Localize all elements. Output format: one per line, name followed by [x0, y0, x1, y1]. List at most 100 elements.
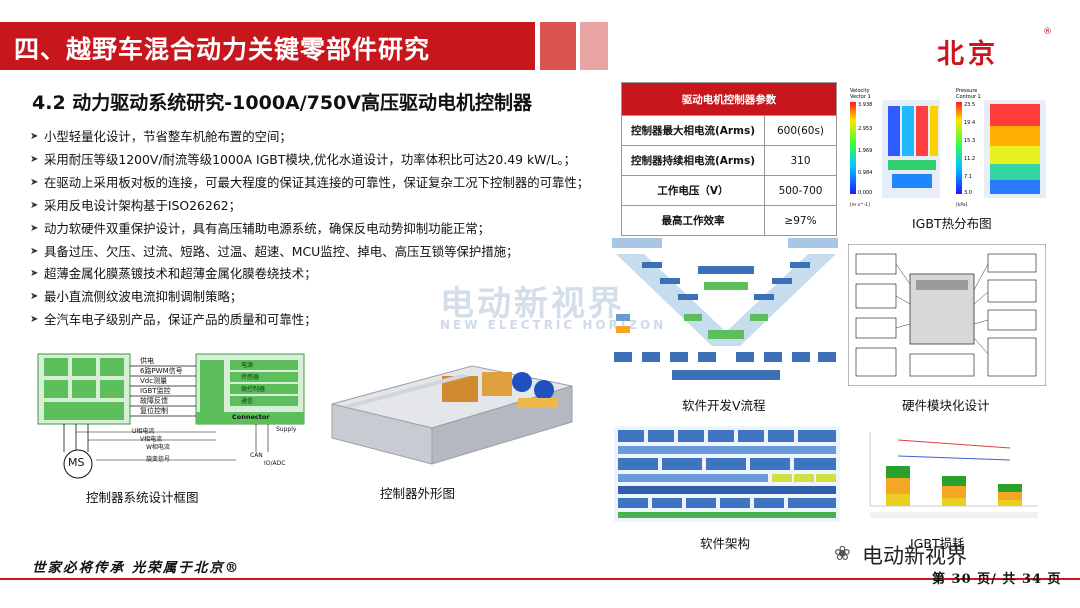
- sw-arch-figure: [614, 426, 840, 522]
- feature-list: ➤ 小型轻量化设计，节省整车机舱布置的空间； ➤ 采用耐压等级1200V/耐流等级1…: [30, 126, 610, 332]
- caption-controller-shape: 控制器外形图: [380, 486, 456, 501]
- svg-text:19.4: 19.4: [964, 120, 975, 126]
- block-label: 微控制器: [241, 386, 266, 393]
- svg-text:3.0: 3.0: [964, 190, 972, 196]
- svg-text:0.984: 0.984: [858, 170, 872, 176]
- signal-label: IGBT监控: [140, 387, 171, 395]
- arrow-bullet-icon: ➤: [30, 153, 39, 165]
- caption-igbt-heat: IGBT热分布图: [912, 216, 992, 231]
- controller-shape-figure: [331, 365, 573, 465]
- watermark-cn: 电动新视界: [440, 284, 625, 324]
- signal-label: 故障反馈: [140, 397, 168, 405]
- list-item: ➤ 动力软硬件双重保护设计，具有高压辅助电源系统，确保反电动势抑制功能正常；: [30, 218, 610, 241]
- caption-controller-block: 控制器系统设计框图: [86, 490, 199, 505]
- bus-label-io: IO/ADC: [264, 460, 286, 467]
- signal-label: Vdc测量: [140, 377, 168, 385]
- brand-logo-mark: ®: [1043, 27, 1052, 37]
- arrow-bullet-icon: ➤: [30, 314, 39, 326]
- caption-sw-arch: 软件架构: [700, 536, 751, 551]
- list-item-text: 采用反电设计架构基于ISO26262；: [44, 197, 241, 213]
- controller-param-table: 驱动电机控制器参数 控制器最大相电流(Arms)600(60s) 控制器持续相电…: [621, 82, 837, 236]
- svg-text:0.000: 0.000: [858, 190, 872, 196]
- table-value: 500-700: [764, 175, 837, 206]
- svg-text:[m s^-1]: [m s^-1]: [850, 202, 870, 208]
- arrow-bullet-icon: ➤: [30, 245, 39, 257]
- list-item: ➤采用反电设计架构基于ISO26262；: [30, 195, 610, 218]
- motor-label: MS: [68, 456, 85, 469]
- signal-labels: 供电 6路PWM信号 Vdc测量 IGBT监控 故障反馈 复位控制: [140, 356, 183, 416]
- phase-label-v: V相电流: [140, 436, 163, 443]
- brand-logo: 北京: [937, 39, 999, 70]
- arrow-bullet-icon: ➤: [30, 131, 39, 142]
- list-item: ➤ 最小直流侧纹波电流抑制调制策略；: [30, 286, 610, 309]
- list-item-text: 采用耐压等级1200V/耐流等级1000A IGBT模块,优化水道设计，功率体积…: [44, 151, 577, 167]
- header-accent-block: [540, 22, 576, 70]
- table-value: 310: [764, 145, 837, 176]
- list-item-text: 在驱动上采用板对板的连接，可最大程度的保证其连接的可靠性，保证复杂工况下控制器的…: [44, 174, 590, 190]
- block-label: 通信: [241, 398, 254, 405]
- list-item: ➤ 具备过压、欠压、过流、短路、过温、超速、MCU监控、掉电、高压互锁等保护措施；: [30, 241, 610, 264]
- list-item-text: 超薄金属化膜蒸镀技术和超薄金属化膜卷绕技术；: [44, 266, 317, 282]
- table-row: 工作电压（V）500-700: [621, 175, 837, 206]
- right-block-labels: 电源 传感器 微控制器 通信: [241, 360, 265, 408]
- caption-v-process: 软件开发V流程: [682, 398, 766, 413]
- phase-label-w: W相电流: [146, 444, 170, 451]
- wechat-account-name: 电动新视界: [862, 544, 967, 568]
- svg-text:7.1: 7.1: [964, 174, 972, 180]
- svg-text:15.3: 15.3: [964, 138, 975, 144]
- signal-label: 复位控制: [140, 407, 168, 415]
- svg-text:Vector 1: Vector 1: [850, 94, 871, 100]
- caption-igbt-loss: IGBT损耗: [910, 536, 965, 551]
- list-item-text: 小型轻量化设计，节省整车机舱布置的空间；: [44, 129, 292, 144]
- controller-block-diagram: 供电 6路PWM信号 Vdc测量 IGBT监控 故障反馈 复位控制 电源 传感器…: [36, 352, 308, 480]
- table-row: 控制器持续相电流(Arms)310: [621, 145, 837, 176]
- table-key: 控制器最大相电流(Arms): [621, 115, 765, 146]
- signal-label: 6路PWM信号: [140, 367, 183, 375]
- watermark-en: NEW ELECTRIC HORIZON: [440, 318, 667, 332]
- svg-text:Contour 1: Contour 1: [956, 94, 981, 100]
- list-item: ➤ 超薄金属化膜蒸镀技术和超薄金属化膜卷绕技术；: [30, 263, 610, 286]
- block-label: 电源: [241, 362, 254, 369]
- table-key: 控制器持续相电流(Arms): [621, 145, 765, 176]
- table-key: 最高工作效率: [621, 205, 765, 236]
- footer-slogan: 世家必将传承 光荣属于北京®: [32, 560, 241, 576]
- bus-label-can: CAN: [250, 452, 263, 459]
- page-number: 第 30 页/ 共 34 页: [932, 572, 1062, 587]
- caption-hw-module: 硬件模块化设计: [902, 398, 990, 413]
- svg-text:1.969: 1.969: [858, 148, 872, 154]
- phase-label-u: U相电流: [132, 428, 155, 435]
- table-title: 驱动电机控制器参数: [621, 82, 837, 116]
- list-item: ➤ 小型轻量化设计，节省整车机舱布置的空间；: [30, 126, 610, 149]
- list-item-text: 全汽车电子级别产品，保证产品的质量和可靠性；: [44, 312, 317, 328]
- svg-text:2.953: 2.953: [858, 126, 872, 132]
- list-item: ➤ 全汽车电子级别产品，保证产品的质量和可靠性；: [30, 309, 610, 332]
- arrow-bullet-icon: ➤: [30, 268, 39, 280]
- block-label: 传感器: [241, 374, 260, 381]
- hw-module-figure: [848, 244, 1046, 386]
- list-item-text: 最小直流侧纹波电流抑制调制策略；: [44, 289, 243, 305]
- svg-text:Pressure: Pressure: [956, 88, 977, 94]
- block-diagram-lines: [37, 353, 305, 479]
- footer-divider: [0, 578, 1080, 580]
- list-item-text: 动力软硬件双重保护设计，具有高压辅助电源系统，确保反电动势抑制功能正常；: [44, 220, 491, 236]
- list-item: ➤在驱动上采用板对板的连接，可最大程度的保证其连接的可靠性，保证复杂工况下控制器…: [30, 172, 610, 195]
- table-value: ≥97%: [764, 205, 837, 236]
- table-row: 最高工作效率≥97%: [621, 205, 837, 236]
- igbt-loss-figure: [852, 426, 1048, 522]
- v-process-figure: [612, 238, 838, 380]
- arrow-bullet-icon: ➤: [30, 222, 39, 234]
- table-row: 控制器最大相电流(Arms)600(60s): [621, 115, 837, 146]
- svg-text:Velocity: Velocity: [850, 88, 870, 94]
- arrow-bullet-icon: ➤: [30, 291, 39, 303]
- section-subtitle: 4.2 动力驱动系统研究-1000A/750V高压驱动电机控制器: [32, 92, 533, 114]
- table-key: 工作电压（V）: [621, 175, 765, 206]
- header-accent-block-light: [580, 22, 608, 70]
- svg-text:11.2: 11.2: [964, 156, 975, 162]
- header-bar: [0, 22, 535, 70]
- list-item-text: 具备过压、欠压、过流、短路、过温、超速、MCU监控、掉电、高压互锁等保护措施；: [44, 243, 519, 259]
- page-title: 四、越野车混合动力关键零部件研究: [14, 35, 431, 64]
- svg-text:[kPa]: [kPa]: [956, 202, 968, 208]
- list-item: ➤ 采用耐压等级1200V/耐流等级1000A IGBT模块,优化水道设计，功率体…: [30, 149, 610, 172]
- resolver-label: 旋变信号: [146, 456, 171, 463]
